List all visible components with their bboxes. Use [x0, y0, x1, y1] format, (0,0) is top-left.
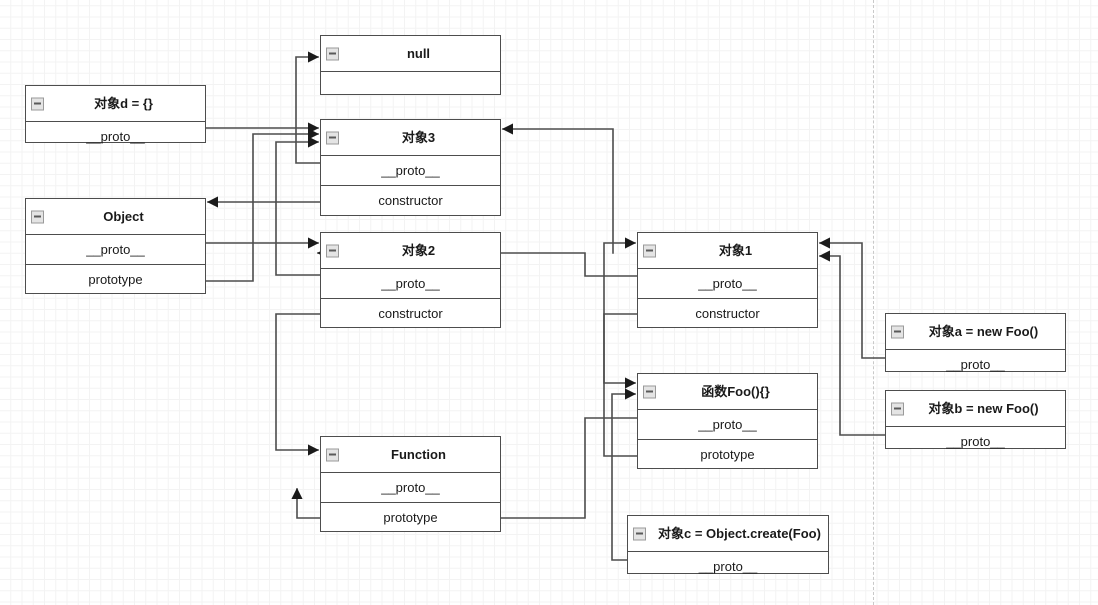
edge-objc-proto-to-foo [611, 388, 637, 561]
node-fn-foo[interactable]: 函数Foo(){} __proto__ prototype [637, 373, 818, 469]
node-row[interactable]: __proto__ [321, 156, 500, 186]
node-title-text: null [406, 46, 431, 61]
node-title-text: 对象c = Object.create(Foo) [658, 526, 821, 541]
node-title-text: 对象1 [718, 243, 753, 258]
node-obj1[interactable]: 对象1 __proto__ constructor [637, 232, 818, 328]
node-row[interactable]: __proto__ [321, 473, 500, 503]
edge-obj2-return-to-obj3 [501, 123, 614, 254]
node-row[interactable] [321, 72, 500, 102]
node-title: 对象c = Object.create(Foo) [628, 516, 828, 552]
edge-objb-proto-to-obj1 [818, 250, 886, 436]
node-obj-b[interactable]: 对象b = new Foo() __proto__ [885, 390, 1066, 449]
node-row[interactable]: constructor [695, 306, 760, 321]
node-obj-a[interactable]: 对象a = new Foo() __proto__ [885, 313, 1066, 372]
node-row[interactable]: prototype [700, 447, 755, 462]
node-row[interactable]: __proto__ [946, 434, 1005, 449]
node-title-text: 函数Foo(){} [701, 384, 770, 399]
node-title-text: 对象3 [401, 130, 436, 145]
node-title: 对象1 [638, 233, 817, 269]
node-title-text: Function [391, 447, 446, 462]
node-row[interactable]: constructor [378, 193, 443, 208]
node-title-text: 对象a = new Foo() [928, 324, 1039, 339]
node-title: 对象a = new Foo() [886, 314, 1065, 350]
minus-icon[interactable] [31, 97, 44, 110]
minus-icon[interactable] [633, 527, 646, 540]
minus-icon[interactable] [326, 448, 339, 461]
edge-object-prototype-to-obj3 [205, 128, 320, 282]
node-obj2[interactable]: 对象2 __proto__ constructor [320, 232, 501, 328]
node-null[interactable]: null [320, 35, 501, 95]
node-row[interactable]: prototype [383, 510, 438, 525]
edge-obja-proto-to-obj1 [818, 237, 886, 359]
edge-obj2-constructor-to-function [275, 313, 321, 456]
minus-icon[interactable] [326, 244, 339, 257]
node-title: 对象d = {} [26, 86, 205, 122]
node-row[interactable]: prototype [88, 272, 143, 287]
node-title: 函数Foo(){} [638, 374, 817, 410]
minus-icon[interactable] [643, 244, 656, 257]
node-row[interactable]: __proto__ [86, 129, 145, 144]
page-break-line [873, 0, 874, 605]
minus-icon[interactable] [31, 210, 44, 223]
node-row[interactable]: __proto__ [638, 410, 817, 440]
node-row[interactable]: constructor [378, 306, 443, 321]
edge-obj3-proto-to-null [295, 51, 321, 164]
node-title: 对象3 [321, 120, 500, 156]
edge-obj1-constructor-to-foo [603, 313, 638, 389]
node-row[interactable]: __proto__ [26, 235, 205, 265]
minus-icon[interactable] [643, 385, 656, 398]
node-obj-d[interactable]: 对象d = {} __proto__ [25, 85, 206, 144]
node-row[interactable]: __proto__ [698, 559, 758, 574]
node-title: null [321, 36, 500, 72]
node-obj3[interactable]: 对象3 __proto__ constructor [320, 119, 501, 216]
node-row[interactable]: __proto__ [321, 269, 500, 299]
node-title-text: 对象2 [401, 243, 436, 258]
minus-icon[interactable] [891, 402, 904, 415]
node-title: 对象2 [321, 233, 500, 269]
minus-icon[interactable] [891, 325, 904, 338]
node-title-text: Object [103, 209, 144, 224]
node-title-text: 对象d = {} [94, 96, 153, 111]
edge-obj2-proto-to-obj3 [275, 136, 321, 276]
node-title-text: 对象b = new Foo() [928, 401, 1039, 416]
node-title: Function [321, 437, 500, 473]
edge-foo-prototype-to-obj1 [603, 237, 638, 457]
minus-icon[interactable] [326, 131, 339, 144]
node-object[interactable]: Object __proto__ prototype [25, 198, 206, 294]
node-row[interactable]: __proto__ [638, 269, 817, 299]
node-row[interactable]: __proto__ [946, 357, 1005, 372]
minus-icon[interactable] [326, 47, 339, 60]
node-obj-c[interactable]: 对象c = Object.create(Foo) __proto__ [627, 515, 829, 574]
node-function[interactable]: Function __proto__ prototype [320, 436, 501, 532]
edge-foo-proto-to-function [291, 417, 638, 519]
node-title: 对象b = new Foo() [886, 391, 1065, 427]
node-title: Object [26, 199, 205, 235]
